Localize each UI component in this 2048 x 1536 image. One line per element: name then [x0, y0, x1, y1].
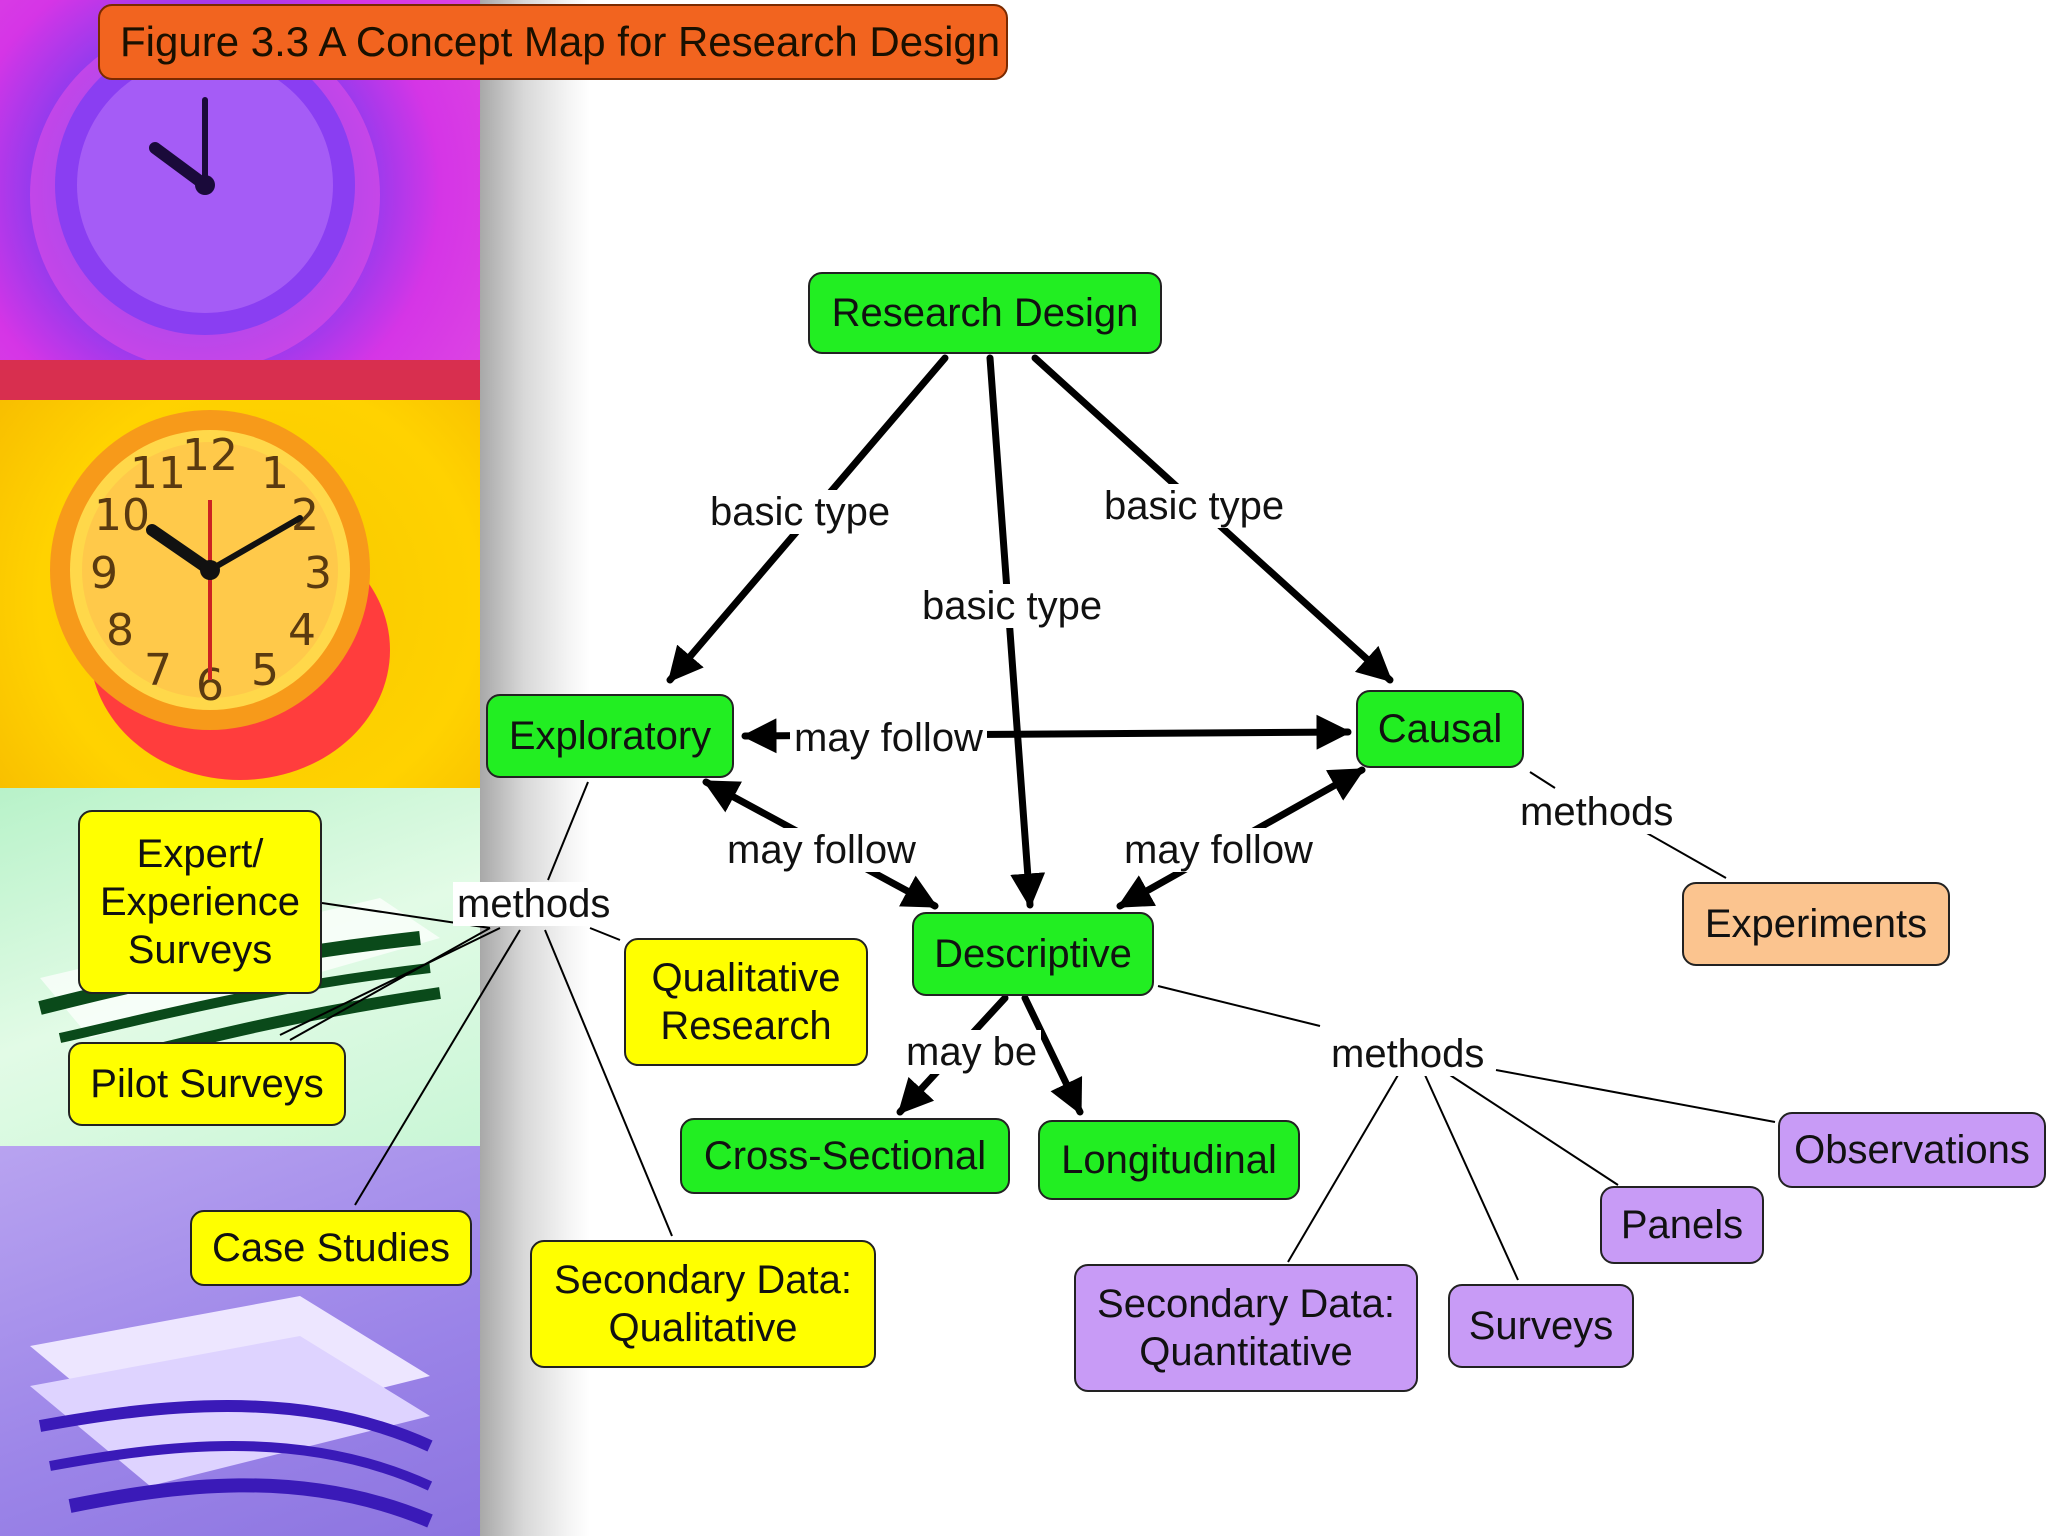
node-research-design: Research Design [808, 272, 1162, 354]
edge-label-may-follow: may follow [1120, 828, 1317, 872]
edge-label-basic-type: basic type [918, 584, 1107, 628]
edge-rd-descriptive [986, 354, 1046, 909]
node-causal: Causal [1356, 690, 1524, 768]
svg-text:5: 5 [251, 645, 279, 696]
edge-label-methods: methods [453, 882, 615, 926]
clock-icon: 12 1 2 3 4 5 6 7 8 9 10 11 [50, 410, 390, 780]
books-icon [30, 1296, 433, 1528]
photo-strip: 12 1 2 3 4 5 6 7 8 9 10 11 [0, 0, 480, 1536]
edge-label-basic-type: basic type [706, 490, 895, 534]
node-expert-experience-surveys: Expert/ Experience Surveys [78, 810, 322, 994]
node-pilot-surveys: Pilot Surveys [68, 1042, 346, 1126]
svg-text:11: 11 [130, 448, 186, 499]
node-surveys: Surveys [1448, 1284, 1634, 1368]
figure-title: Figure 3.3 A Concept Map for Research De… [98, 4, 1008, 80]
clock-photo-orange: 12 1 2 3 4 5 6 7 8 9 10 11 [0, 400, 480, 788]
svg-text:4: 4 [288, 605, 316, 656]
node-descriptive: Descriptive [912, 912, 1154, 996]
edge-label-may-follow: may follow [790, 716, 987, 760]
svg-text:8: 8 [106, 605, 134, 656]
node-cross-sectional: Cross-Sectional [680, 1118, 1010, 1194]
node-case-studies: Case Studies [190, 1210, 472, 1286]
edge-label-may-follow: may follow [723, 828, 920, 872]
edge-descriptive-longitudinal [1021, 994, 1084, 1116]
node-exploratory: Exploratory [486, 694, 734, 778]
node-observations: Observations [1778, 1112, 2046, 1188]
edge-label-may-be: may be [902, 1030, 1042, 1074]
svg-text:12: 12 [182, 430, 238, 481]
svg-text:1: 1 [261, 448, 289, 499]
svg-text:2: 2 [291, 490, 319, 541]
edge-label-methods: methods [1327, 1032, 1489, 1076]
node-secondary-data-qualitative: Secondary Data: Qualitative [530, 1240, 876, 1368]
svg-text:10: 10 [94, 490, 150, 541]
node-secondary-data-quantitative: Secondary Data: Quantitative [1074, 1264, 1418, 1392]
node-longitudinal: Longitudinal [1038, 1120, 1300, 1200]
clock-icon [30, 20, 380, 370]
edge-label-basic-type: basic type [1100, 484, 1289, 528]
node-experiments: Experiments [1682, 882, 1950, 966]
svg-text:3: 3 [304, 548, 332, 599]
svg-text:7: 7 [144, 645, 172, 696]
edge-label-methods: methods [1516, 790, 1678, 834]
node-qualitative-research: Qualitative Research [624, 938, 868, 1066]
svg-text:9: 9 [90, 548, 118, 599]
node-panels: Panels [1600, 1186, 1764, 1264]
